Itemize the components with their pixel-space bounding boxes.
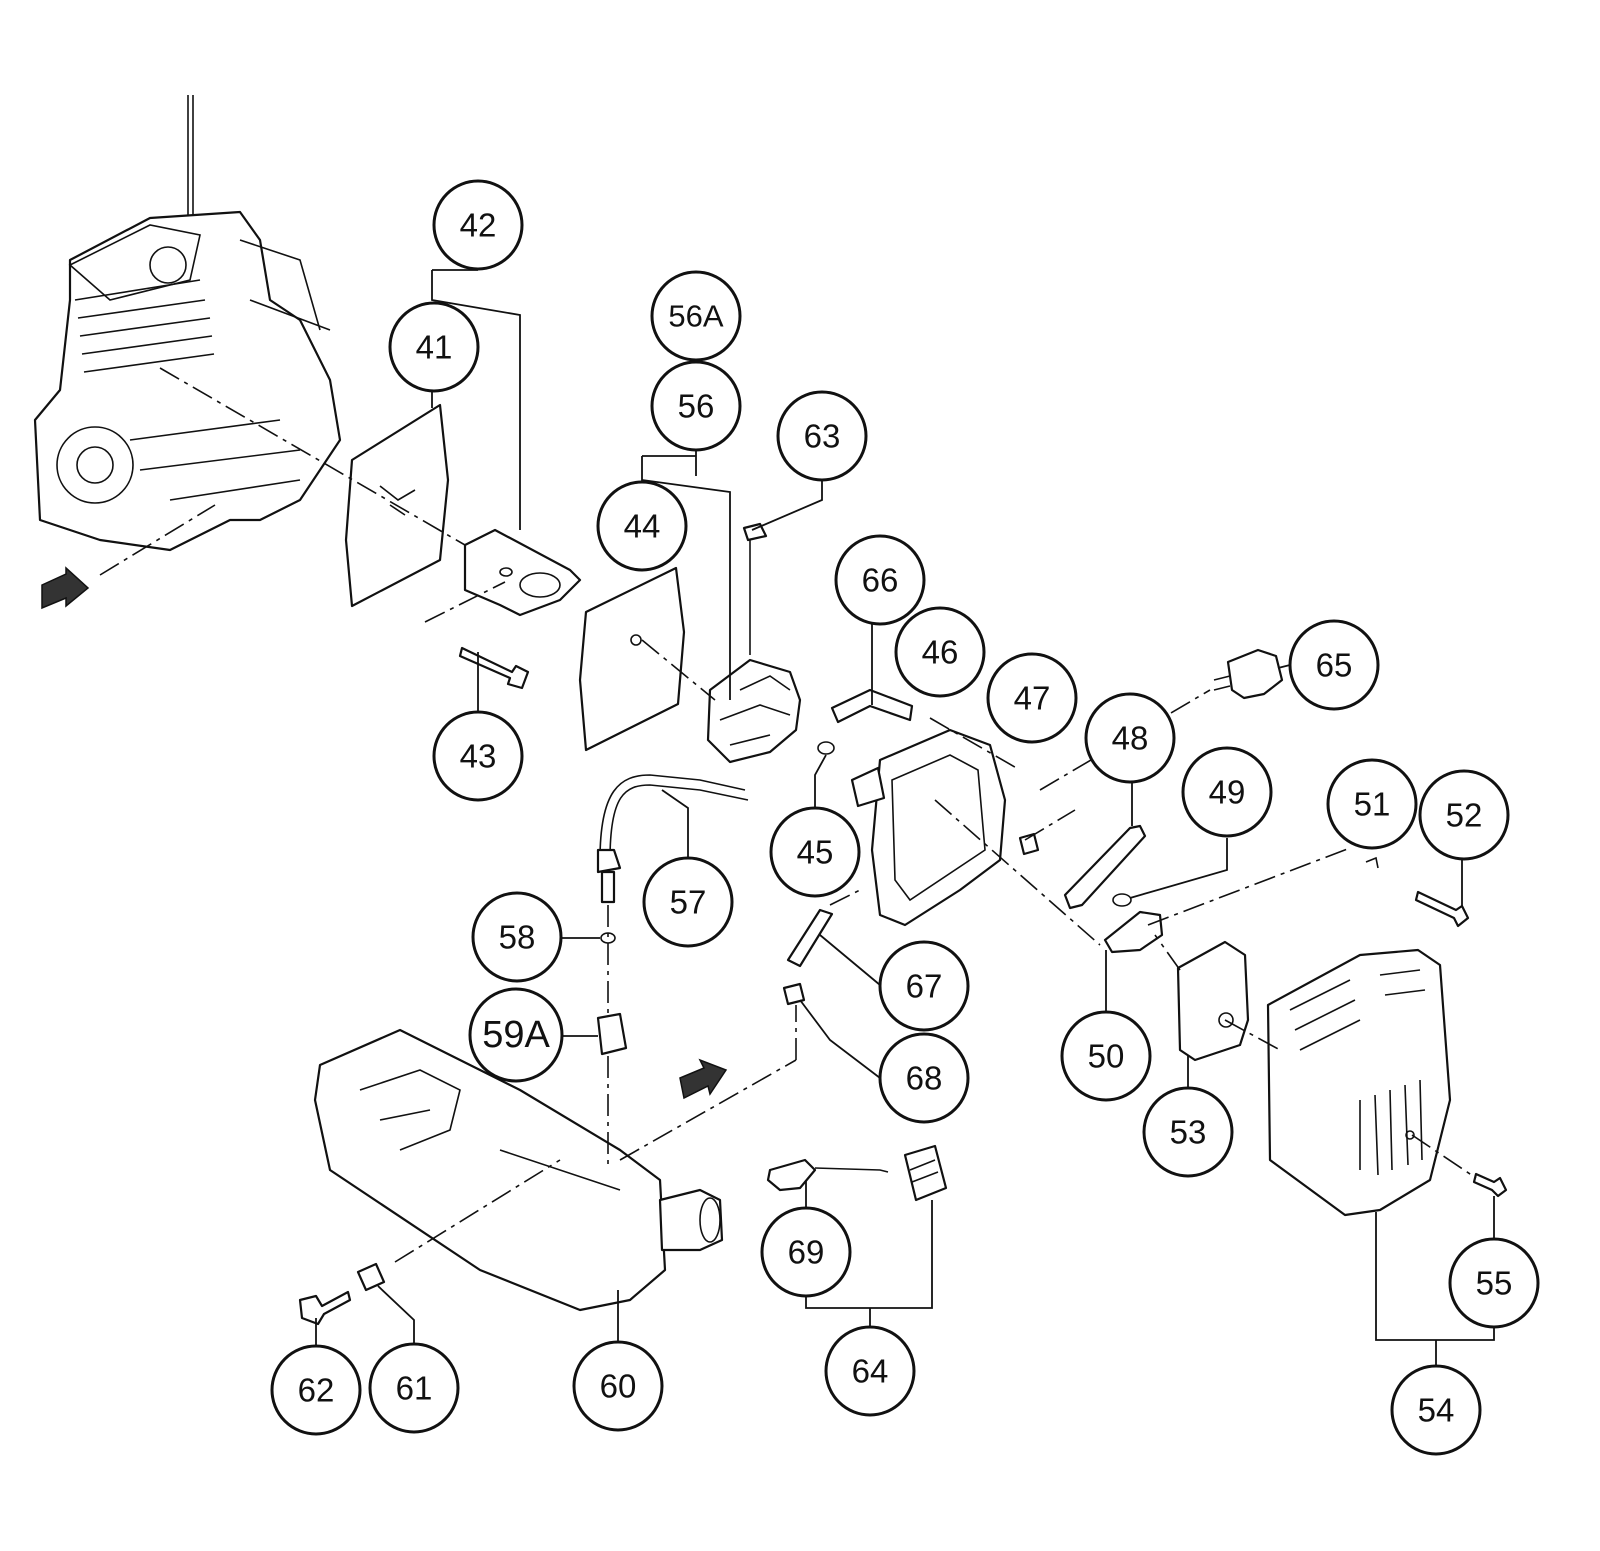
filter-59a	[596, 1012, 628, 1056]
insulator-42	[463, 528, 582, 617]
svg-text:46: 46	[922, 634, 959, 671]
cover-54	[1266, 948, 1452, 1217]
svg-text:59A: 59A	[482, 1014, 550, 1056]
callout-54: 54	[1390, 1364, 1482, 1456]
callout-45: 45	[769, 806, 861, 898]
svg-text:58: 58	[499, 919, 536, 956]
svg-text:68: 68	[906, 1060, 943, 1097]
callout-59a: 59A	[468, 987, 564, 1083]
bolt-52	[1414, 890, 1470, 928]
screw-62	[298, 1290, 352, 1326]
alignment-lines	[99, 367, 1477, 1263]
svg-text:62: 62	[298, 1372, 335, 1409]
callout-42: 42	[432, 179, 524, 271]
callout-65: 65	[1288, 619, 1380, 711]
svg-text:49: 49	[1209, 774, 1246, 811]
svg-text:61: 61	[396, 1370, 433, 1407]
strap-69	[766, 1158, 817, 1192]
gasket-44	[578, 566, 686, 752]
callout-55: 55	[1448, 1237, 1540, 1329]
callout-56: 56	[650, 360, 742, 452]
callout-41: 41	[388, 301, 480, 393]
svg-text:41: 41	[416, 329, 453, 366]
hose-67	[786, 908, 834, 968]
callout-62: 62	[270, 1344, 362, 1436]
callout-57: 57	[642, 856, 734, 948]
callout-52: 52	[1418, 769, 1510, 861]
svg-text:51: 51	[1354, 786, 1391, 823]
collar-47	[1018, 832, 1040, 856]
svg-text:43: 43	[460, 738, 497, 775]
callout-64: 64	[824, 1325, 916, 1417]
svg-text:64: 64	[852, 1353, 889, 1390]
air-cleaner-case-46	[870, 728, 1007, 927]
callout-66: 66	[834, 534, 926, 626]
svg-text:66: 66	[862, 562, 899, 599]
callout-46: 46	[894, 606, 986, 698]
callout-43: 43	[432, 710, 524, 802]
svg-text:45: 45	[797, 834, 834, 871]
callout-53: 53	[1142, 1086, 1234, 1178]
svg-text:47: 47	[1014, 680, 1051, 717]
bracket-48	[1063, 824, 1147, 910]
arrow-left-icon	[41, 566, 90, 610]
svg-text:53: 53	[1170, 1114, 1207, 1151]
bracket-50	[1103, 910, 1164, 954]
callout-58: 58	[471, 891, 563, 983]
callout-69: 69	[760, 1206, 852, 1298]
callout-60: 60	[572, 1340, 664, 1432]
svg-text:56: 56	[678, 388, 715, 425]
screw-55	[1472, 1172, 1508, 1198]
arrow-right-icon	[679, 1058, 728, 1100]
callout-68: 68	[878, 1032, 970, 1124]
callout-47: 47	[986, 652, 1078, 744]
hose-66	[830, 688, 914, 724]
svg-text:65: 65	[1316, 647, 1353, 684]
element-53	[1176, 940, 1250, 1062]
svg-text:69: 69	[788, 1234, 825, 1271]
callout-61: 61	[368, 1342, 460, 1434]
svg-text:60: 60	[600, 1368, 637, 1405]
collar-61	[356, 1262, 386, 1292]
svg-text:44: 44	[624, 508, 661, 545]
callout-63: 63	[776, 390, 868, 482]
svg-text:67: 67	[906, 968, 943, 1005]
svg-text:57: 57	[670, 884, 707, 921]
engine-block	[33, 95, 342, 552]
callout-48: 48	[1084, 692, 1176, 784]
callout-49: 49	[1181, 746, 1273, 838]
screw-43	[458, 646, 530, 690]
fitting-68	[782, 982, 806, 1006]
svg-text:42: 42	[460, 207, 497, 244]
svg-text:50: 50	[1088, 1038, 1125, 1075]
svg-text:54: 54	[1418, 1392, 1455, 1429]
svg-text:55: 55	[1476, 1265, 1513, 1302]
callout-67: 67	[878, 940, 970, 1032]
plug-65	[1226, 648, 1284, 700]
svg-text:52: 52	[1446, 797, 1483, 834]
fuel-cap-64	[903, 1144, 948, 1202]
callout-51: 51	[1326, 758, 1418, 850]
carburetor-56	[706, 658, 802, 764]
callout-44: 44	[596, 480, 688, 572]
svg-text:63: 63	[804, 418, 841, 455]
svg-text:48: 48	[1112, 720, 1149, 757]
svg-text:56A: 56A	[668, 299, 723, 334]
leader-lines	[315, 268, 1495, 1366]
fuel-tank-60	[313, 1028, 667, 1312]
callout-56a: 56A	[650, 270, 742, 362]
callout-50: 50	[1060, 1010, 1152, 1102]
